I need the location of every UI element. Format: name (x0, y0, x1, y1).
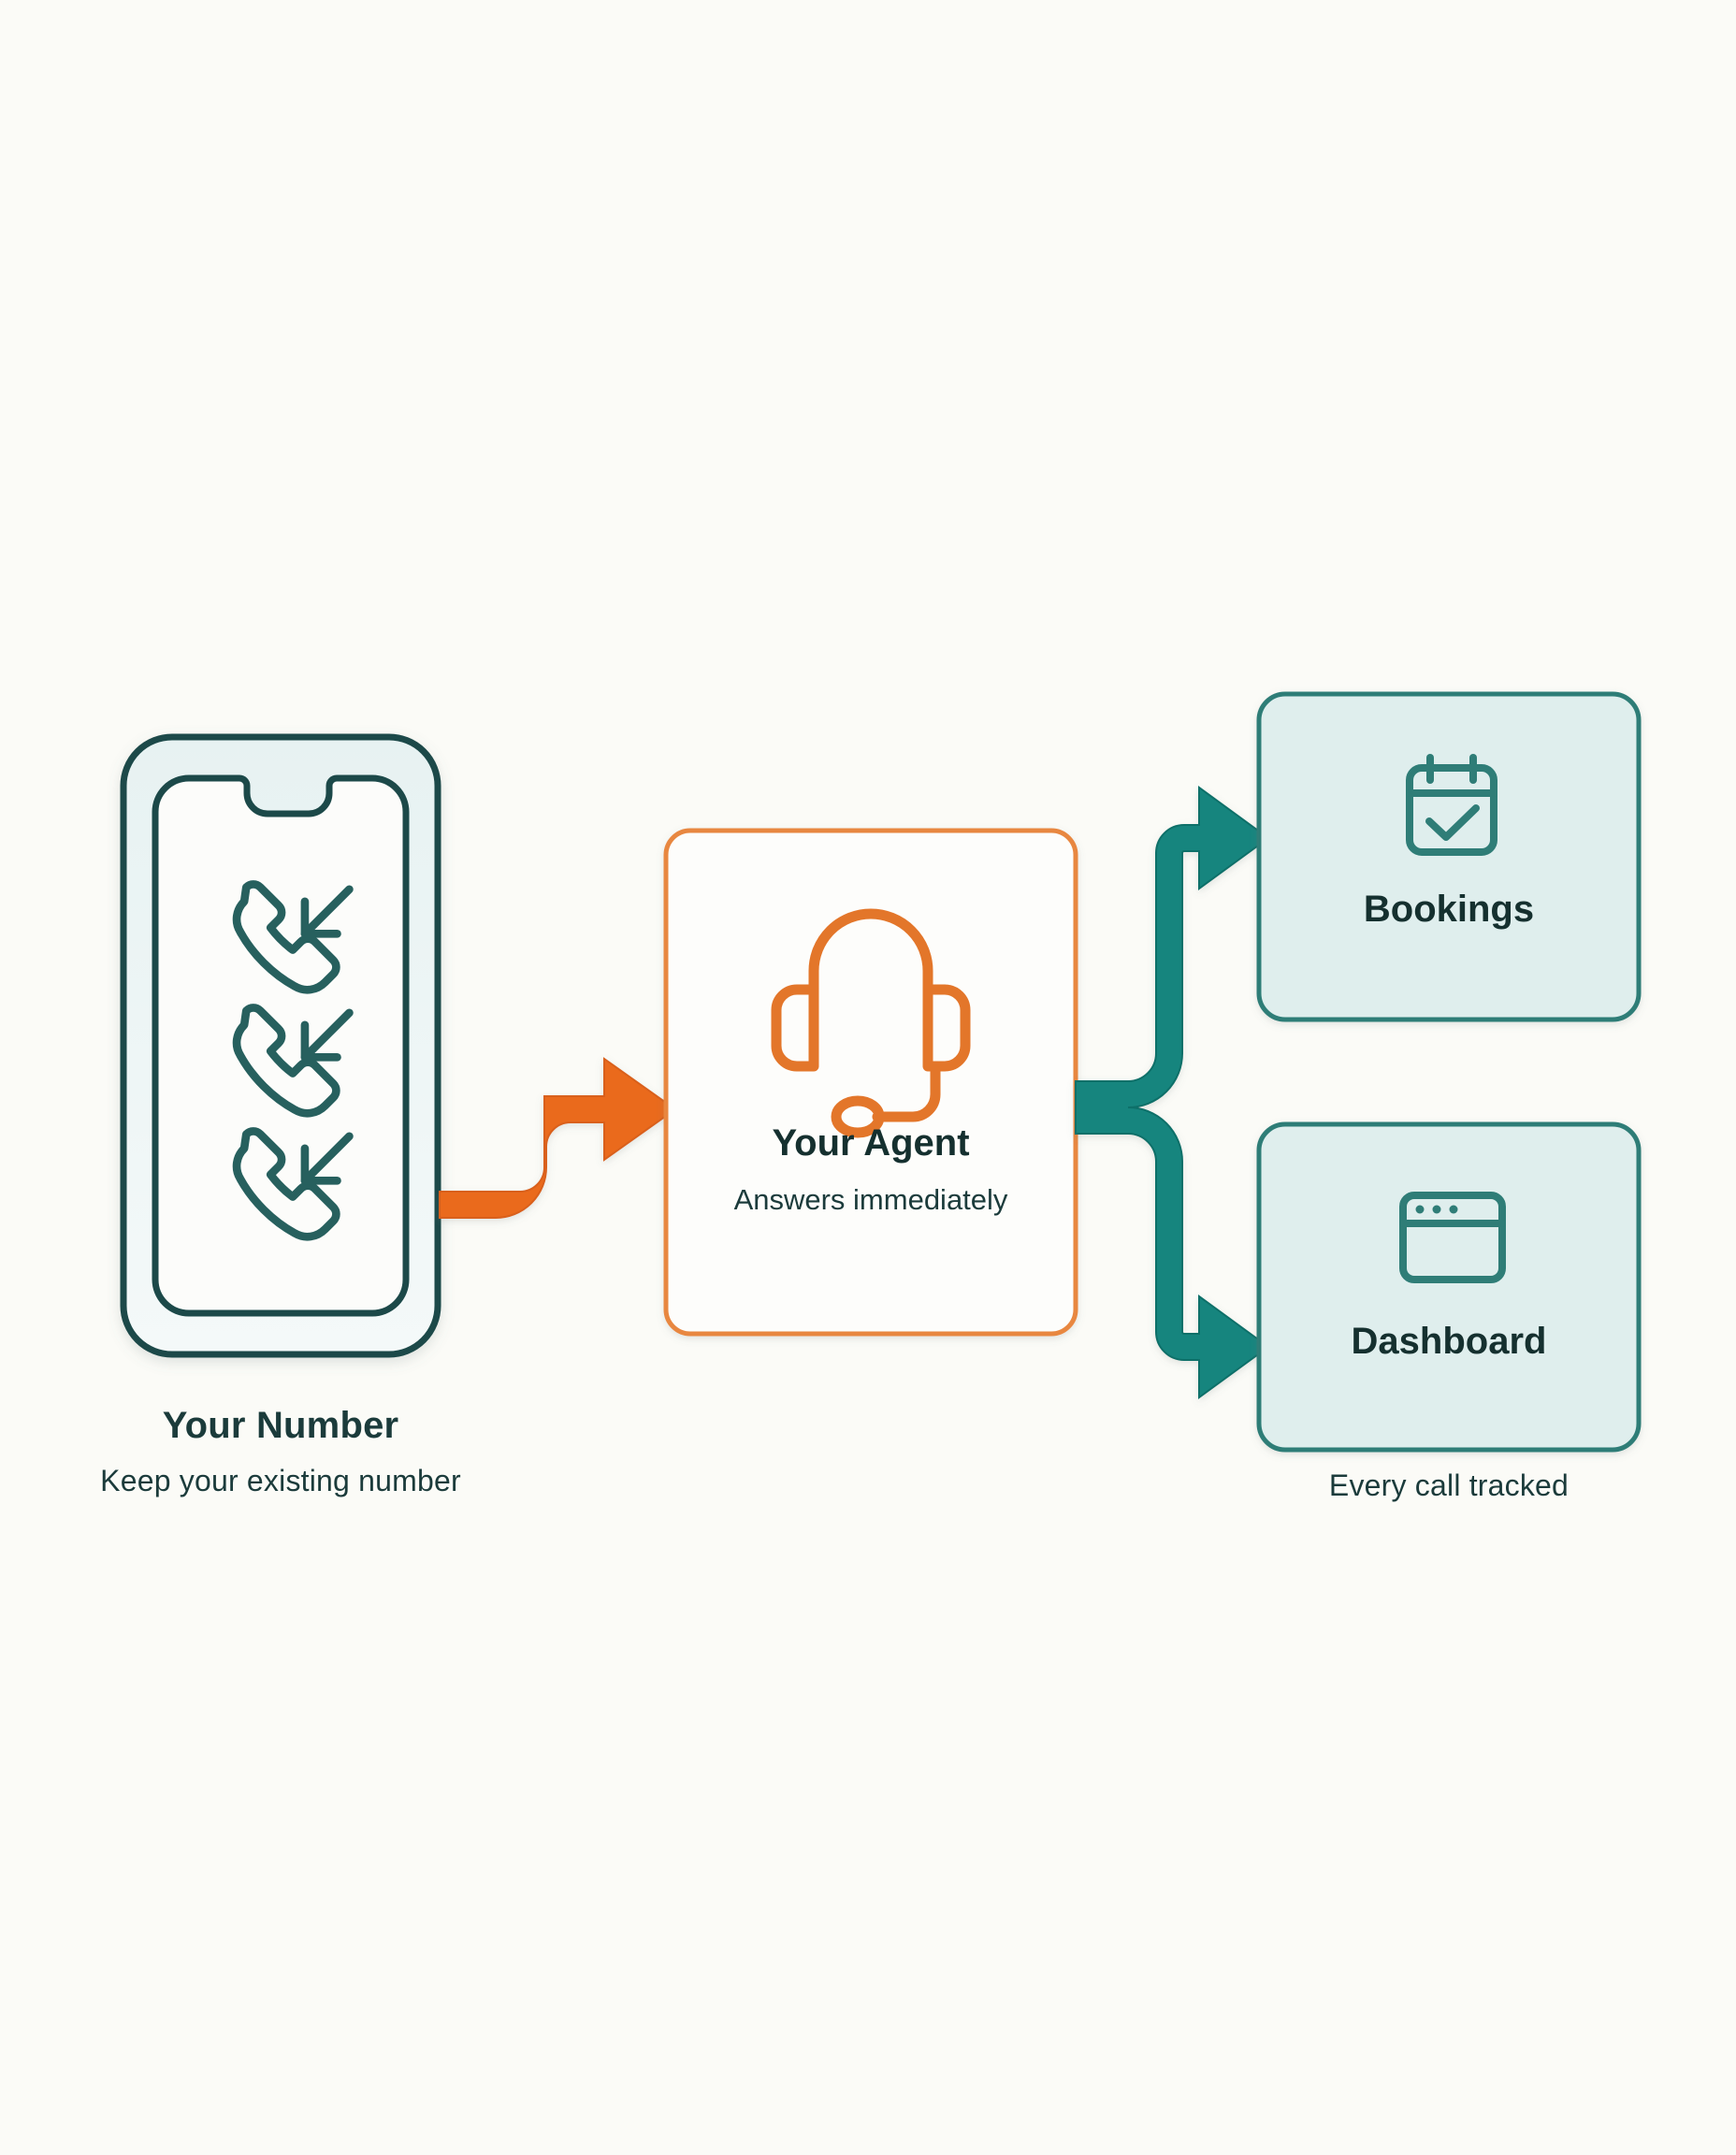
dashboard-caption: Every call tracked (1328, 1468, 1570, 1502)
bookings-card-frame[interactable] (1256, 691, 1642, 1022)
teal-branch-arrow (1075, 786, 1270, 1399)
agent-title: Your Agent (772, 1122, 970, 1164)
bookings-card[interactable] (1256, 691, 1642, 1022)
phone-caption: Keep your existing number (100, 1464, 461, 1497)
agent-card-frame[interactable] (663, 828, 1078, 1337)
connector-phone-to-agent (439, 1057, 677, 1219)
agent-card[interactable] (663, 828, 1078, 1337)
headset-icon (771, 908, 971, 1138)
dashboard-title: Dashboard (1351, 1321, 1547, 1362)
incoming-call-icon (232, 880, 354, 994)
incoming-call-icon-list (232, 880, 354, 1241)
bookings-title: Bookings (1363, 889, 1535, 930)
browser-window-icon (1399, 1192, 1506, 1283)
orange-elbow-arrow (439, 1057, 677, 1219)
connector-agent-to-outputs (1075, 786, 1270, 1399)
incoming-call-icon (232, 1127, 354, 1241)
agent-caption: Answers immediately (733, 1183, 1008, 1216)
calendar-check-icon (1406, 754, 1497, 856)
dashboard-card[interactable] (1256, 1121, 1642, 1453)
phone-title: Your Number (162, 1405, 399, 1446)
incoming-call-icon (232, 1004, 354, 1118)
dashboard-card-frame[interactable] (1256, 1121, 1642, 1453)
